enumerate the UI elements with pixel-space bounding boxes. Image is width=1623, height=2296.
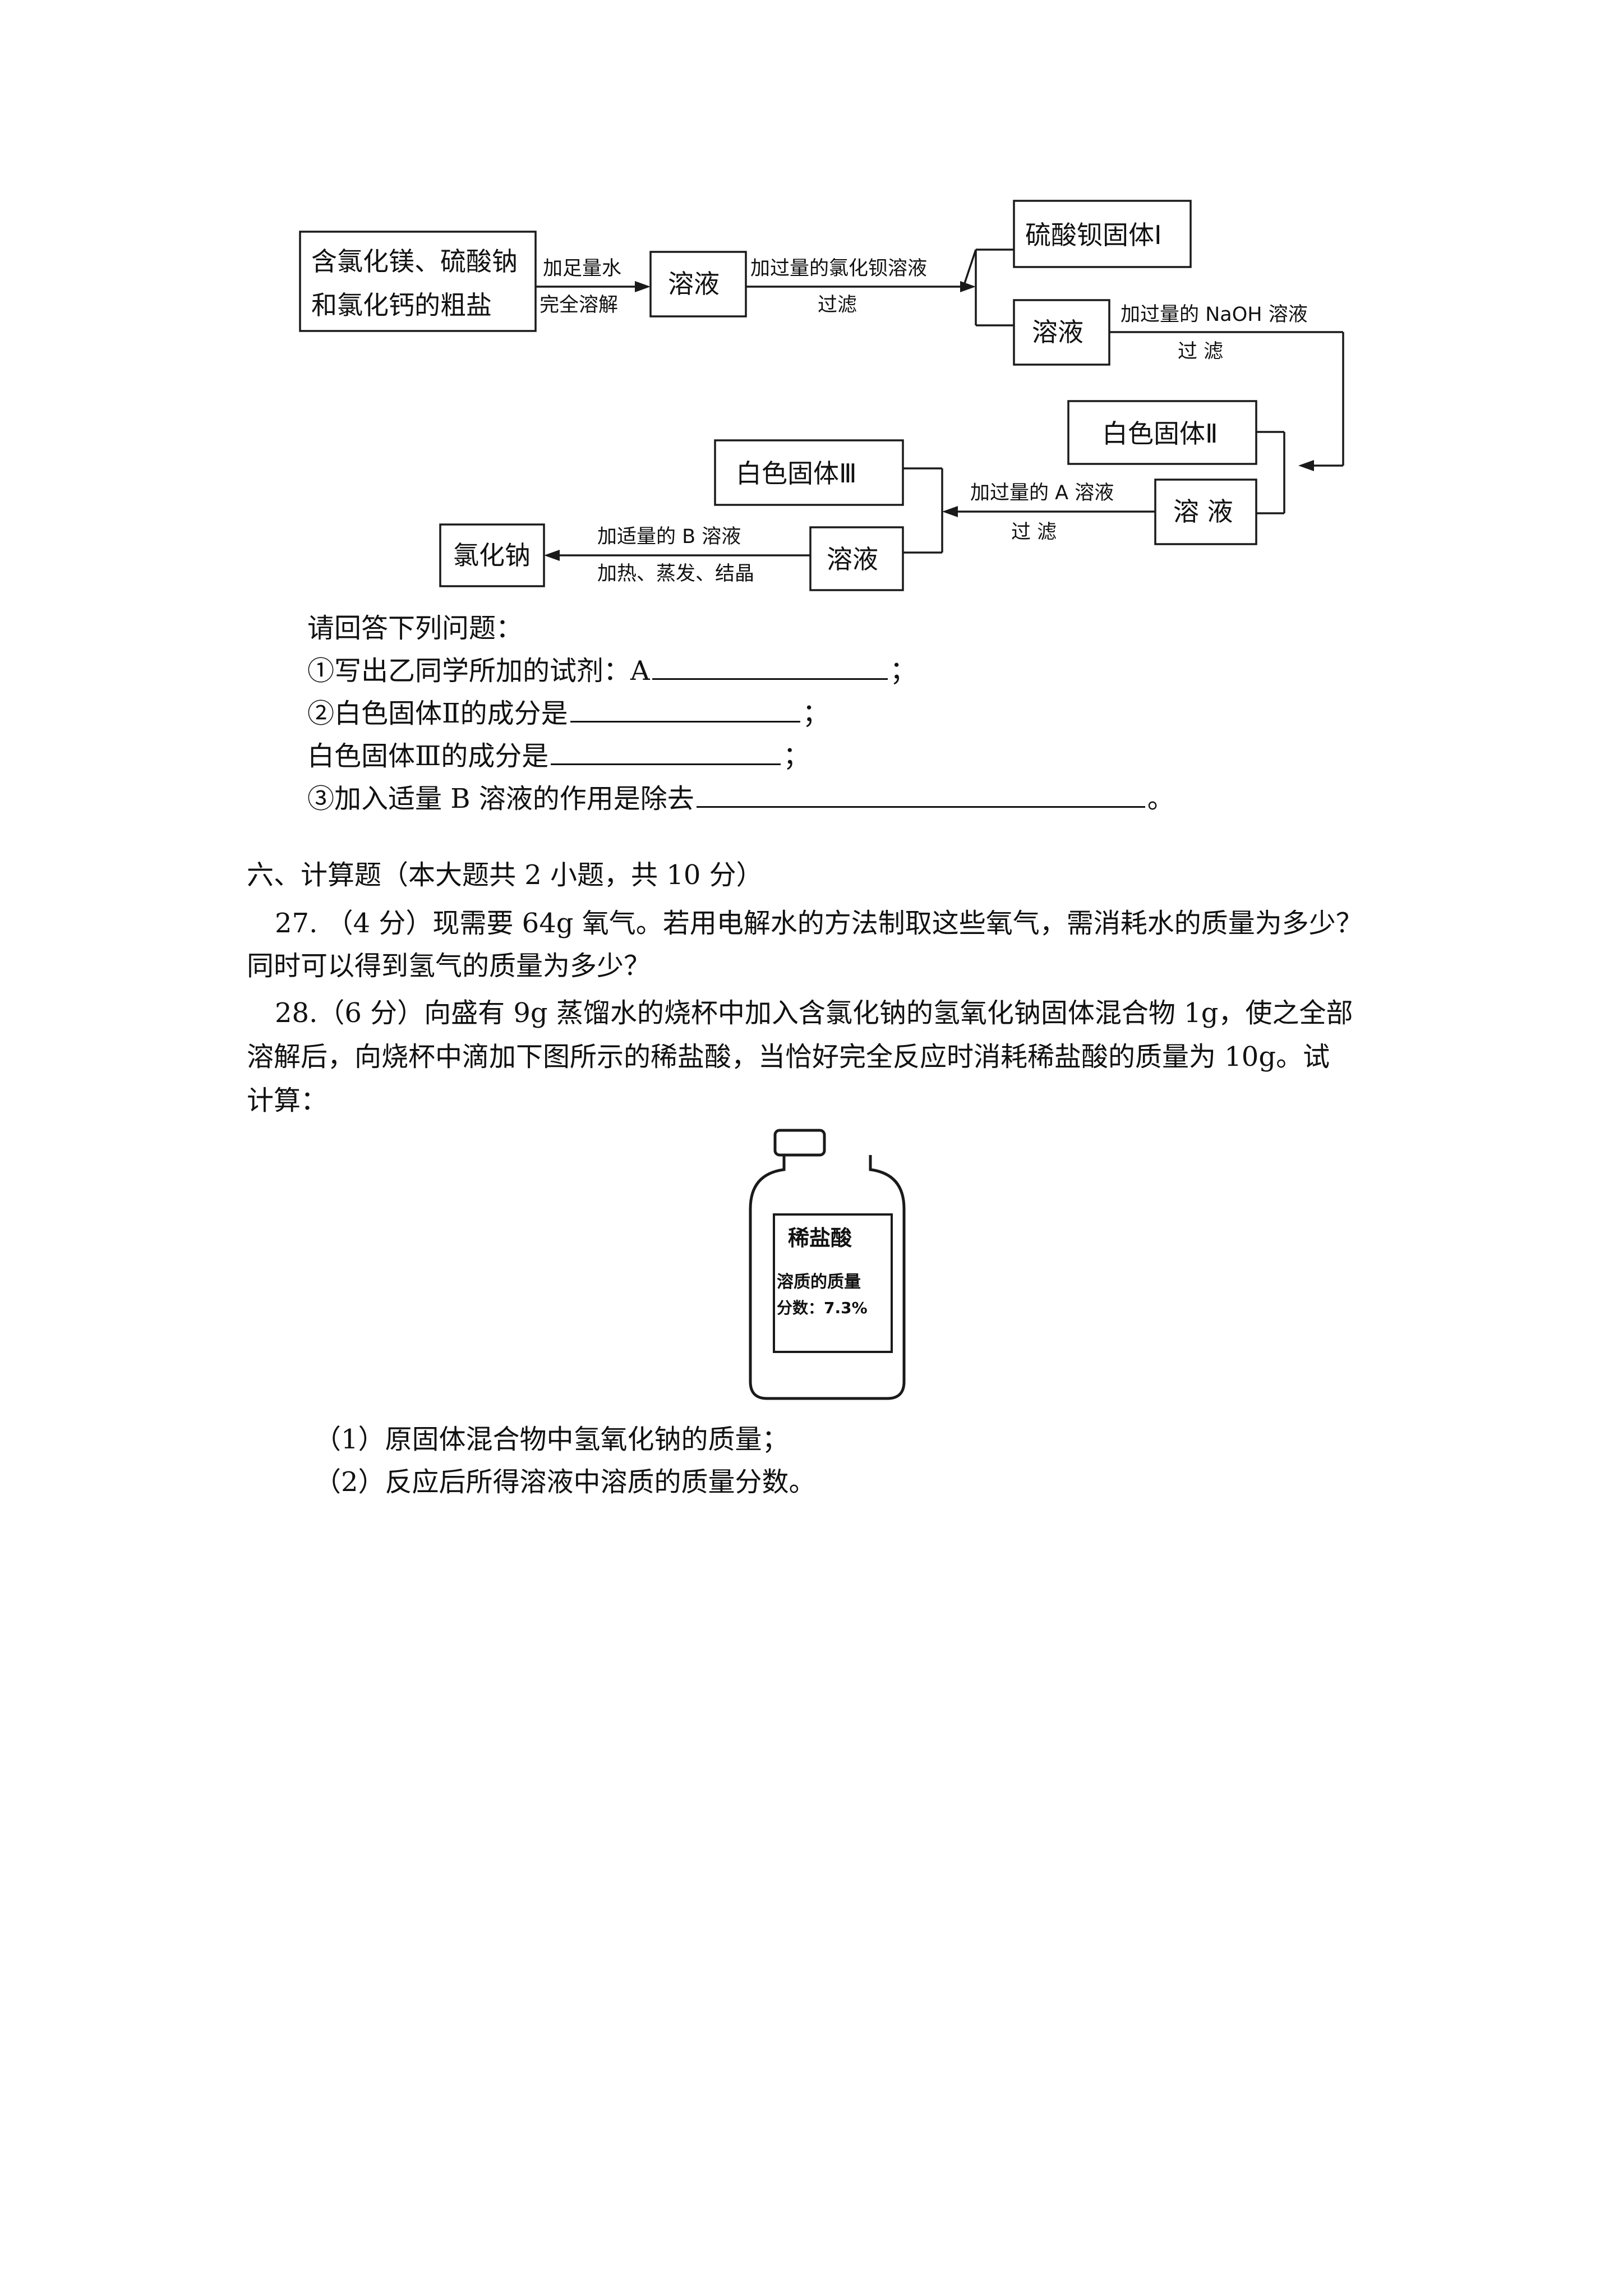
step2-top-label: 加过量的氯化钡溶液	[750, 257, 927, 280]
arrowhead-step3	[1298, 460, 1314, 471]
arrowhead-step4	[942, 506, 958, 517]
purification-flowchart: 含氯化镁、硫酸钠 和氯化钙的粗盐 加足量水 完全溶解 溶液 加过量的氯化钡溶液 …	[299, 200, 1344, 591]
bottle-body	[749, 1155, 906, 1400]
step5-top-label: 加适量的 B 溶液	[597, 526, 741, 548]
box-white-solid-3	[714, 439, 904, 506]
solution-3-label: 溶 液	[1173, 496, 1233, 527]
sodium-chloride-label: 氯化钠	[453, 540, 531, 570]
arrowhead-step1	[635, 281, 651, 292]
step1-bottom-label: 完全溶解	[540, 294, 618, 316]
bottle-label-border	[773, 1213, 893, 1353]
step4-top-label: 加过量的 A 溶液	[970, 482, 1114, 504]
answer-blank-solid-3[interactable]	[551, 737, 781, 765]
hydrochloric-acid-bottle: 稀盐酸 溶质的质量 分数：7.3%	[749, 1129, 906, 1400]
box-sodium-chloride	[439, 523, 545, 587]
questions-intro: 请回答下列问题：	[307, 613, 523, 644]
arrowhead-step5	[544, 550, 560, 561]
problem-27-line2: 同时可以得到氢气的质量为多少？	[247, 950, 651, 982]
step5-bottom-label: 加热、蒸发、结晶	[597, 563, 754, 585]
box-solution-1	[649, 251, 747, 318]
white-solid-2-label: 白色固体Ⅱ	[1102, 418, 1218, 449]
section-6-heading: 六、计算题（本大题共 2 小题，共 10 分）	[247, 859, 763, 891]
raw-salt-line1: 含氯化镁、硫酸钠	[311, 246, 518, 277]
problem-27-line1: 27. （4 分）现需要 64g 氧气。若用电解水的方法制取这些氧气，需消耗水的…	[275, 908, 1363, 939]
answer-blank-a[interactable]	[652, 651, 888, 680]
arrowhead-step2	[960, 281, 976, 292]
question-2b: 白色固体Ⅲ的成分是；	[307, 735, 810, 777]
question-2: ②白色固体Ⅱ的成分是；	[307, 692, 829, 735]
bottle-label-line2: 分数：7.3%	[777, 1299, 868, 1317]
solution-1-label: 溶液	[668, 269, 720, 299]
question-1: ①写出乙同学所加的试剂：A；	[307, 650, 917, 692]
box-barium-sulfate	[1013, 200, 1192, 268]
box-raw-salt	[299, 231, 537, 332]
sub-question-1: （1）原固体混合物中氢氧化钠的质量；	[314, 1424, 789, 1455]
problem-28-line2: 溶解后，向烧杯中滴加下图所示的稀盐酸，当恰好完全反应时消耗稀盐酸的质量为 10g…	[247, 1041, 1330, 1073]
box-white-solid-2	[1067, 400, 1257, 465]
step1-top-label: 加足量水	[543, 257, 621, 280]
answer-blank-b-purpose[interactable]	[696, 779, 1145, 808]
step2-bottom-label: 过滤	[818, 294, 857, 316]
white-solid-3-label: 白色固体Ⅲ	[736, 458, 857, 489]
step4-bottom-label: 过 滤	[1011, 521, 1057, 544]
box-solution-3	[1154, 478, 1257, 545]
sub-question-2: （2）反应后所得溶液中溶质的质量分数。	[314, 1466, 816, 1498]
answer-blank-solid-2[interactable]	[570, 694, 800, 723]
problem-28-line1: 28.（6 分）向盛有 9g 蒸馏水的烧杯中加入含氯化钠的氢氧化钠固体混合物 1…	[275, 997, 1353, 1029]
barium-sulfate-label: 硫酸钡固体Ⅰ	[1025, 220, 1162, 250]
step3-top-label: 加过量的 NaOH 溶液	[1121, 303, 1308, 326]
question-3: ③加入适量 B 溶液的作用是除去。	[307, 777, 1174, 820]
box-solution-4	[809, 526, 904, 591]
raw-salt-line2: 和氯化钙的粗盐	[311, 290, 492, 320]
bottle-label-line1: 溶质的质量	[777, 1272, 861, 1292]
problem-28-line3: 计算：	[247, 1085, 328, 1116]
solution-4-label: 溶液	[827, 544, 878, 574]
solution-2-label: 溶液	[1032, 317, 1083, 347]
bottle-label-title: 稀盐酸	[788, 1226, 852, 1250]
split-bracket-upper-curve	[962, 249, 977, 287]
step3-bottom-label: 过 滤	[1178, 341, 1223, 363]
bottle-stopper	[773, 1129, 826, 1157]
